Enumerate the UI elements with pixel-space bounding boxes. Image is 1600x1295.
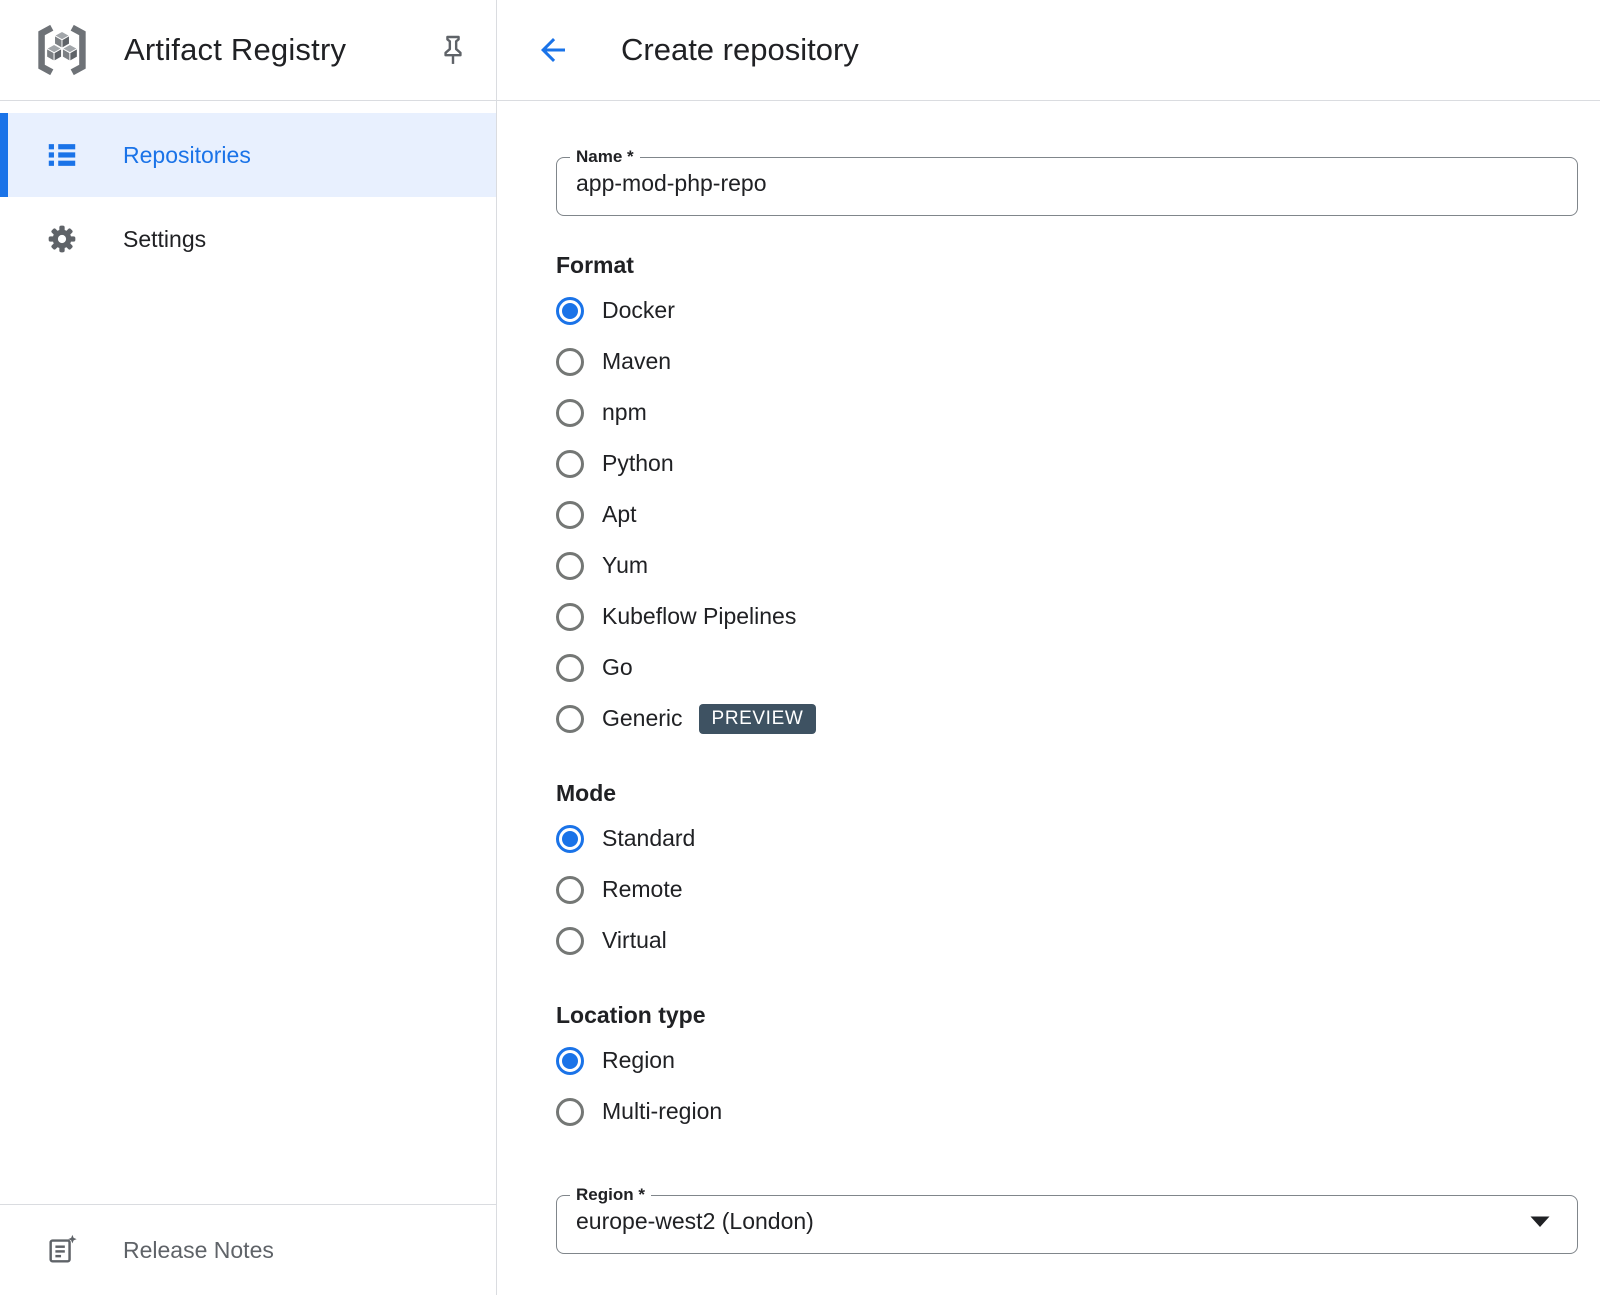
radio-selected-icon[interactable] (556, 824, 584, 853)
sidebar: Artifact Registry Repositories (0, 0, 497, 1295)
format-option-npm[interactable]: npm (556, 387, 1578, 438)
format-option-apt[interactable]: Apt (556, 489, 1578, 540)
format-option-python[interactable]: Python (556, 438, 1578, 489)
page-title: Create repository (621, 32, 859, 67)
gear-icon (45, 222, 79, 256)
sidebar-item-repositories[interactable]: Repositories (0, 113, 496, 197)
radio-icon[interactable] (556, 653, 584, 682)
preview-badge: PREVIEW (698, 703, 817, 734)
sidebar-item-label: Repositories (123, 141, 251, 168)
radio-label: npm (602, 399, 647, 425)
mode-option-virtual[interactable]: Virtual (556, 915, 1578, 966)
region-select-label: Region * (576, 1185, 645, 1204)
radio-icon[interactable] (556, 926, 584, 955)
sidebar-nav: Repositories Settings (0, 101, 496, 281)
location-type-radio-group: Region Multi-region (556, 1035, 1578, 1137)
format-option-kubeflow-pipelines[interactable]: Kubeflow Pipelines (556, 591, 1578, 642)
page-header: Create repository (497, 0, 1600, 101)
release-notes-label: Release Notes (123, 1236, 274, 1263)
format-option-docker[interactable]: Docker (556, 285, 1578, 336)
sidebar-footer: Release Notes (0, 1204, 496, 1295)
mode-section-label: Mode (556, 780, 617, 806)
sidebar-item-label: Settings (123, 225, 207, 252)
app-title: Artifact Registry (124, 32, 347, 67)
name-field-value[interactable]: app-mod-php-repo (576, 170, 767, 196)
create-repository-form: Name * app-mod-php-repo Format Docker Ma… (497, 101, 1600, 1254)
radio-icon[interactable] (556, 449, 584, 478)
radio-icon[interactable] (556, 347, 584, 376)
mode-option-remote[interactable]: Remote (556, 864, 1578, 915)
back-arrow-icon[interactable] (535, 32, 571, 68)
radio-selected-icon[interactable] (556, 1046, 584, 1075)
chevron-down-icon[interactable] (1529, 1215, 1551, 1228)
radio-label: Generic (602, 705, 683, 731)
format-option-generic[interactable]: Generic PREVIEW (556, 693, 1578, 744)
radio-label: Kubeflow Pipelines (602, 603, 797, 629)
main-panel: Create repository Name * app-mod-php-rep… (497, 0, 1600, 1295)
radio-label: Virtual (602, 927, 667, 953)
format-option-go[interactable]: Go (556, 642, 1578, 693)
release-notes-link[interactable]: Release Notes (45, 1233, 274, 1267)
radio-label: Docker (602, 297, 675, 323)
radio-selected-icon[interactable] (556, 296, 584, 325)
format-option-yum[interactable]: Yum (556, 540, 1578, 591)
name-field[interactable]: Name * app-mod-php-repo (556, 147, 1578, 216)
location-option-multi-region[interactable]: Multi-region (556, 1086, 1578, 1137)
format-option-maven[interactable]: Maven (556, 336, 1578, 387)
radio-label: Multi-region (602, 1098, 723, 1124)
radio-label: Standard (602, 825, 696, 851)
radio-label: Remote (602, 876, 683, 902)
name-field-label: Name * (576, 147, 634, 166)
pin-icon[interactable] (440, 32, 466, 68)
location-option-region[interactable]: Region (556, 1035, 1578, 1086)
format-radio-group: Docker Maven npm Python Apt (556, 285, 1578, 744)
location-type-section-label: Location type (556, 1002, 706, 1028)
region-select-value[interactable]: europe-west2 (London) (576, 1208, 814, 1234)
radio-icon[interactable] (556, 875, 584, 904)
radio-label: Go (602, 654, 633, 680)
radio-icon[interactable] (556, 1097, 584, 1126)
sidebar-item-settings[interactable]: Settings (0, 197, 496, 281)
radio-icon[interactable] (556, 602, 584, 631)
mode-option-standard[interactable]: Standard (556, 813, 1578, 864)
radio-icon[interactable] (556, 704, 584, 733)
region-select[interactable]: Region * europe-west2 (London) (556, 1185, 1578, 1254)
radio-icon[interactable] (556, 398, 584, 427)
radio-label: Python (602, 450, 674, 476)
list-icon (45, 138, 79, 172)
sidebar-header: Artifact Registry (0, 0, 496, 101)
radio-icon[interactable] (556, 551, 584, 580)
mode-radio-group: Standard Remote Virtual (556, 813, 1578, 966)
artifact-registry-logo-icon (32, 24, 92, 76)
radio-label: Yum (602, 552, 649, 578)
radio-icon[interactable] (556, 500, 584, 529)
format-section-label: Format (556, 252, 634, 278)
radio-label: Apt (602, 501, 637, 527)
radio-label: Maven (602, 348, 672, 374)
release-notes-icon (45, 1233, 79, 1267)
radio-label: Region (602, 1047, 675, 1073)
